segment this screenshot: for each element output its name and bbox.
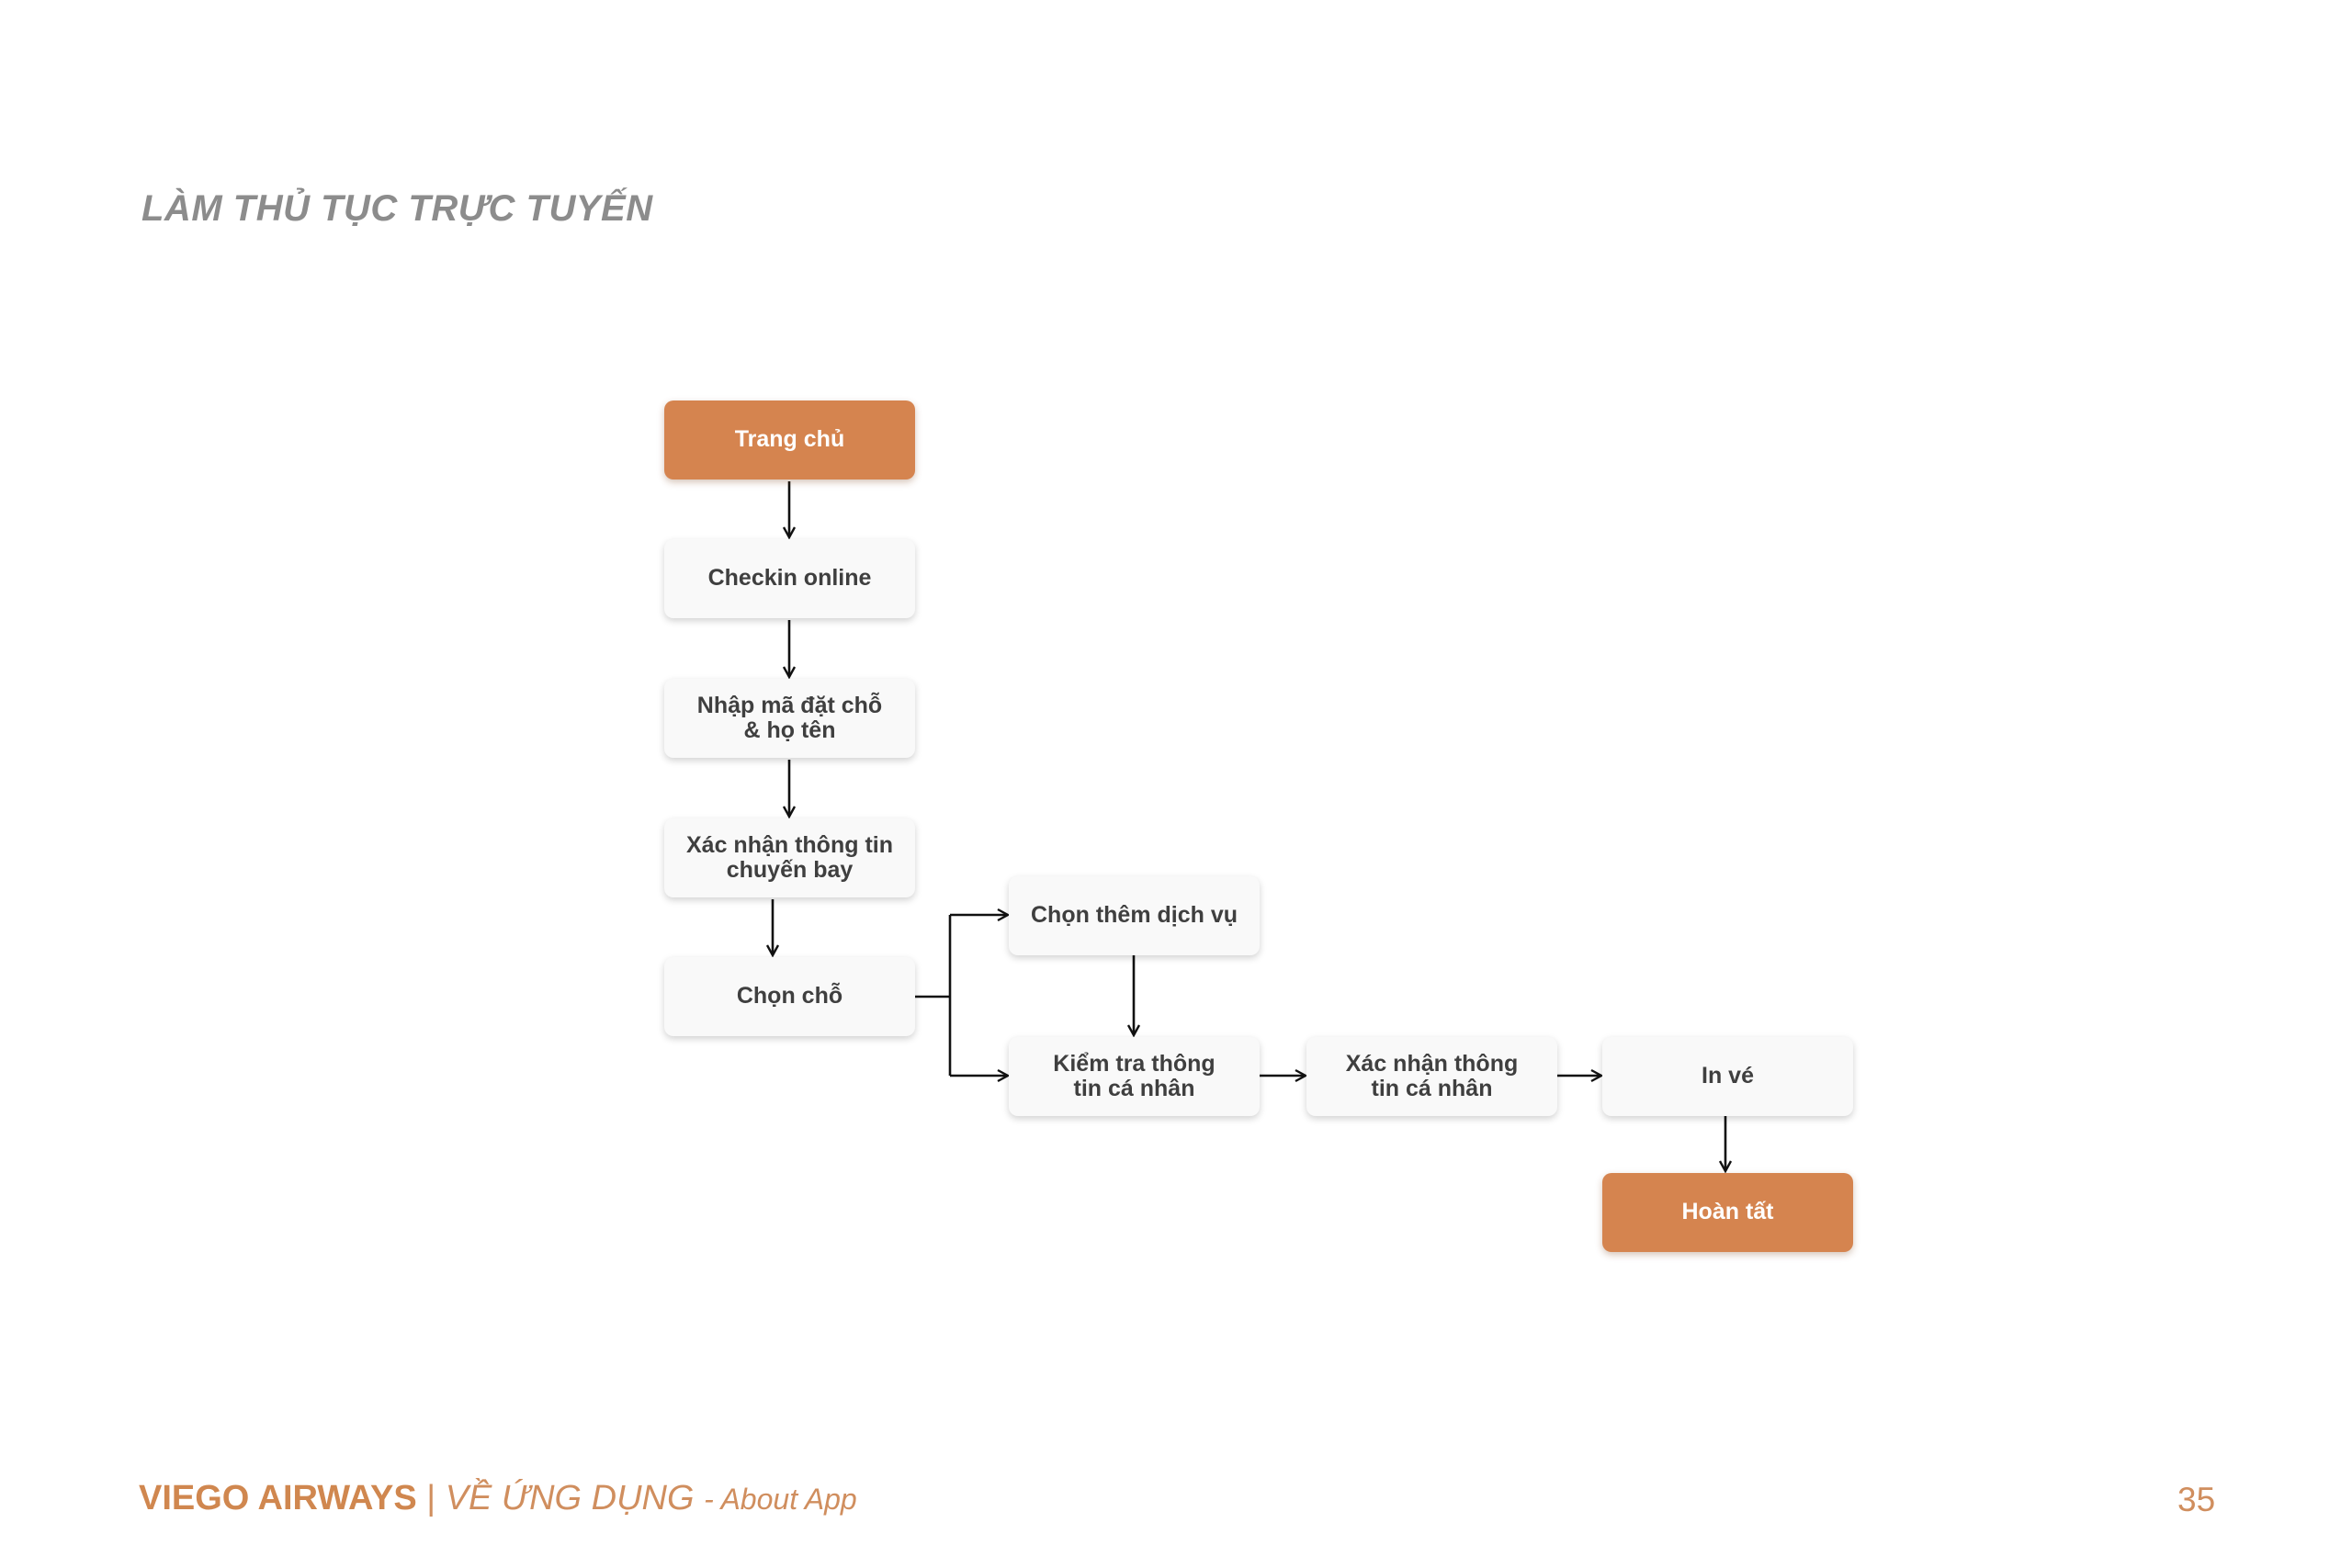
footer-separator: |: [426, 1479, 436, 1517]
node-enter-booking-code-line1: Nhập mã đặt chỗ: [696, 692, 883, 718]
node-confirm-personal-info-line2: tin cá nhân: [1371, 1076, 1493, 1101]
node-print-ticket: In vé: [1602, 1037, 1853, 1116]
node-add-service-label: Chọn thêm dịch vụ: [1031, 902, 1238, 929]
footer: VIEGO AIRWAYS | VỀ ỨNG DỤNG - About App: [139, 1479, 857, 1518]
node-print-ticket-label: In vé: [1702, 1063, 1754, 1089]
node-confirm-personal-info: Xác nhận thông tin cá nhân: [1306, 1037, 1557, 1116]
node-confirm-flight-info-line2: chuyến bay: [726, 857, 854, 883]
footer-brand: VIEGO AIRWAYS: [139, 1479, 417, 1517]
node-done-label: Hoàn tất: [1681, 1199, 1774, 1225]
node-choose-seat-label: Chọn chỗ: [736, 983, 843, 1010]
page-title: LÀM THỦ TỤC TRỰC TUYẾN: [141, 188, 653, 229]
node-enter-booking-code: Nhập mã đặt chỗ & họ tên: [664, 679, 915, 758]
node-choose-seat: Chọn chỗ: [664, 957, 915, 1036]
node-add-service: Chọn thêm dịch vụ: [1009, 876, 1260, 955]
node-checkin-online: Checkin online: [664, 539, 915, 618]
node-check-personal-info: Kiểm tra thông tin cá nhân: [1009, 1037, 1260, 1116]
node-checkin-online-label: Checkin online: [707, 565, 872, 592]
node-home-label: Trang chủ: [734, 426, 845, 453]
node-done: Hoàn tất: [1602, 1173, 1853, 1252]
node-enter-booking-code-label: Nhập mã đặt chỗ & họ tên: [696, 692, 883, 744]
node-confirm-personal-info-label: Xác nhận thông tin cá nhân: [1345, 1050, 1519, 1102]
node-confirm-flight-info-label: Xác nhận thông tin chuyến bay: [686, 831, 893, 884]
node-enter-booking-code-line2: & họ tên: [743, 717, 836, 743]
node-check-personal-info-label: Kiểm tra thông tin cá nhân: [1053, 1050, 1216, 1102]
node-check-personal-info-line2: tin cá nhân: [1073, 1076, 1195, 1101]
node-confirm-flight-info-line1: Xác nhận thông tin: [686, 831, 893, 858]
footer-section: VỀ ỨNG DỤNG: [445, 1479, 695, 1517]
page-number: 35: [2177, 1481, 2216, 1518]
node-check-personal-info-line1: Kiểm tra thông: [1053, 1050, 1216, 1077]
footer-subsection: - About App: [704, 1483, 857, 1516]
node-confirm-personal-info-line1: Xác nhận thông: [1345, 1050, 1519, 1077]
node-home: Trang chủ: [664, 400, 915, 479]
node-confirm-flight-info: Xác nhận thông tin chuyến bay: [664, 818, 915, 897]
